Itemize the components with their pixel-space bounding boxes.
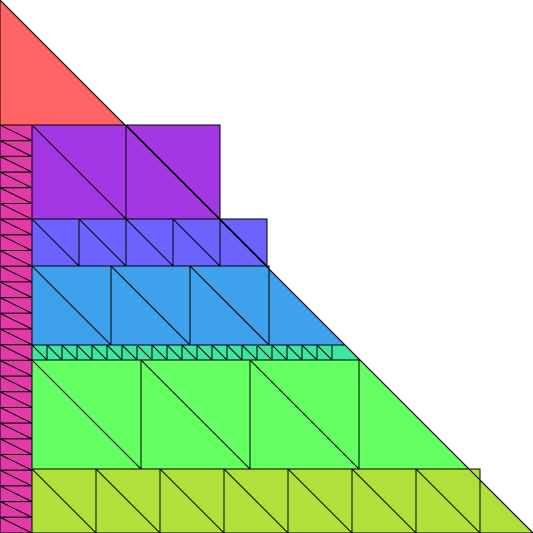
teal-band-diagonal	[61, 344, 78, 361]
lime-band-diagonal	[95, 468, 161, 533]
teal-band-diagonal	[136, 344, 153, 361]
blue-band-diagonal	[110, 265, 191, 346]
lime-band-diagonal	[31, 468, 97, 533]
indigo-band-diagonal	[31, 218, 80, 267]
purple-band-diagonal	[31, 124, 127, 220]
teal-band-diagonal	[286, 344, 303, 361]
indigo-band-diagonal	[125, 218, 174, 267]
purple-band-diagonal	[125, 124, 221, 220]
teal-band-diagonal	[31, 344, 48, 361]
teal-band-diagonal	[271, 344, 288, 361]
left-column-diagonal	[0, 485, 33, 503]
left-column-diagonal	[0, 391, 33, 408]
left-column-diagonal	[0, 124, 33, 142]
teal-band-diagonal	[301, 344, 318, 361]
green-band-diagonal	[249, 359, 360, 470]
left-column-diagonal	[0, 501, 33, 518]
left-column-diagonal	[0, 234, 33, 251]
teal-band-diagonal	[91, 344, 108, 361]
teal-band-diagonal	[241, 344, 258, 361]
blue-band-diagonal	[189, 265, 270, 346]
left-column-diagonal	[0, 171, 33, 189]
teal-band-diagonal	[121, 344, 138, 361]
teal-band-diagonal	[106, 344, 123, 361]
teal-band-diagonal	[196, 344, 213, 361]
blue-band-diagonal	[31, 265, 112, 346]
left-column-diagonal	[0, 454, 33, 471]
left-column-diagonal	[0, 422, 33, 440]
teal-band-diagonal	[76, 344, 93, 361]
left-column-diagonal	[0, 250, 33, 267]
left-column-diagonal	[0, 438, 33, 455]
teal-band-diagonal	[166, 344, 183, 361]
left-column-diagonal	[0, 312, 33, 330]
left-column-diagonal	[0, 187, 33, 204]
teal-band-diagonal	[46, 344, 63, 361]
left-column-diagonal	[0, 375, 33, 393]
lime-band-diagonal	[415, 468, 481, 533]
teal-band-diagonal	[226, 344, 243, 361]
left-column-diagonal	[0, 359, 33, 377]
left-column-diagonal	[0, 344, 33, 361]
lime-band-diagonal	[159, 468, 225, 533]
teal-band-diagonal	[316, 344, 333, 361]
left-column-diagonal	[0, 140, 33, 157]
teal-band-diagonal	[211, 344, 228, 361]
green-band-diagonal	[140, 359, 251, 470]
green-band-diagonal	[31, 359, 142, 470]
left-column-diagonal	[0, 469, 33, 487]
lime-band-diagonal	[223, 468, 289, 533]
left-column-diagonal	[0, 328, 33, 346]
teal-band-diagonal	[181, 344, 198, 361]
indigo-band-diagonal	[172, 218, 221, 267]
left-column-diagonal	[0, 265, 33, 283]
left-column-diagonal	[0, 281, 33, 299]
left-column-diagonal	[0, 297, 33, 314]
teal-band-diagonal	[256, 344, 273, 361]
left-column-diagonal	[0, 203, 33, 220]
left-column-diagonal	[0, 218, 33, 236]
left-column-diagonal	[0, 516, 33, 533]
lime-band-diagonal	[287, 468, 353, 533]
left-column-diagonal	[0, 407, 33, 424]
left-column-diagonal	[0, 155, 33, 173]
teal-band-diagonal	[151, 344, 168, 361]
lime-band-diagonal	[351, 468, 417, 533]
indigo-band-diagonal	[219, 218, 268, 267]
indigo-band-diagonal	[78, 218, 127, 267]
